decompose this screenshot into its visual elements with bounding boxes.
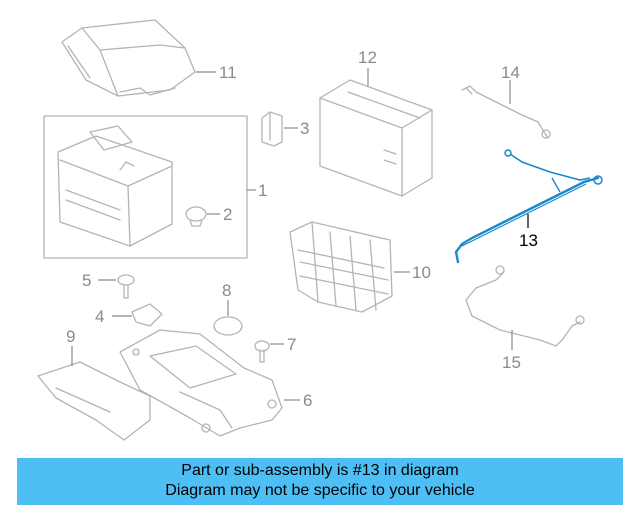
part-13-cable-highlighted: [454, 149, 603, 264]
banner-line-2: Diagram may not be specific to your vehi…: [165, 482, 475, 499]
part-3-clip: [261, 111, 283, 147]
callout-2: 2: [223, 205, 232, 224]
callout-14: 14: [501, 63, 520, 82]
part-4-bracket: [131, 303, 163, 327]
part-11-battery-cover: [61, 19, 196, 97]
part-6-battery-base: [119, 329, 283, 437]
part-15-cable: [465, 265, 585, 347]
callout-9: 9: [66, 327, 75, 346]
part-9-panel: [37, 361, 151, 441]
callout-3: 3: [300, 119, 309, 138]
callout-10: 10: [412, 263, 431, 282]
part-7-bolt: [254, 340, 270, 363]
callout-11: 11: [219, 63, 237, 82]
callout-4: 4: [95, 307, 104, 326]
parts-diagram: 11 12 14 3 1 2: [37, 19, 603, 441]
callout-5: 5: [82, 271, 91, 290]
callout-1: 1: [258, 181, 267, 200]
banner-line-1: Part or sub-assembly is #13 in diagram: [181, 462, 459, 479]
part-12-battery: [319, 79, 433, 197]
callout-8: 8: [222, 281, 231, 300]
info-banner: Part or sub-assembly is #13 in diagram D…: [17, 458, 623, 505]
part-1-box: [43, 115, 248, 259]
callout-12: 12: [358, 48, 377, 67]
part-2-plug: [185, 206, 207, 227]
part-1-battery: [57, 125, 173, 247]
part-14-cable: [461, 85, 551, 139]
callout-6: 6: [303, 391, 312, 410]
callout-13: 13: [519, 231, 538, 250]
callout-7: 7: [287, 335, 296, 354]
part-5-bolt: [117, 274, 135, 299]
callout-15: 15: [502, 353, 521, 372]
part-10-battery-cage: [289, 221, 393, 313]
part-8-grommet: [213, 316, 243, 336]
